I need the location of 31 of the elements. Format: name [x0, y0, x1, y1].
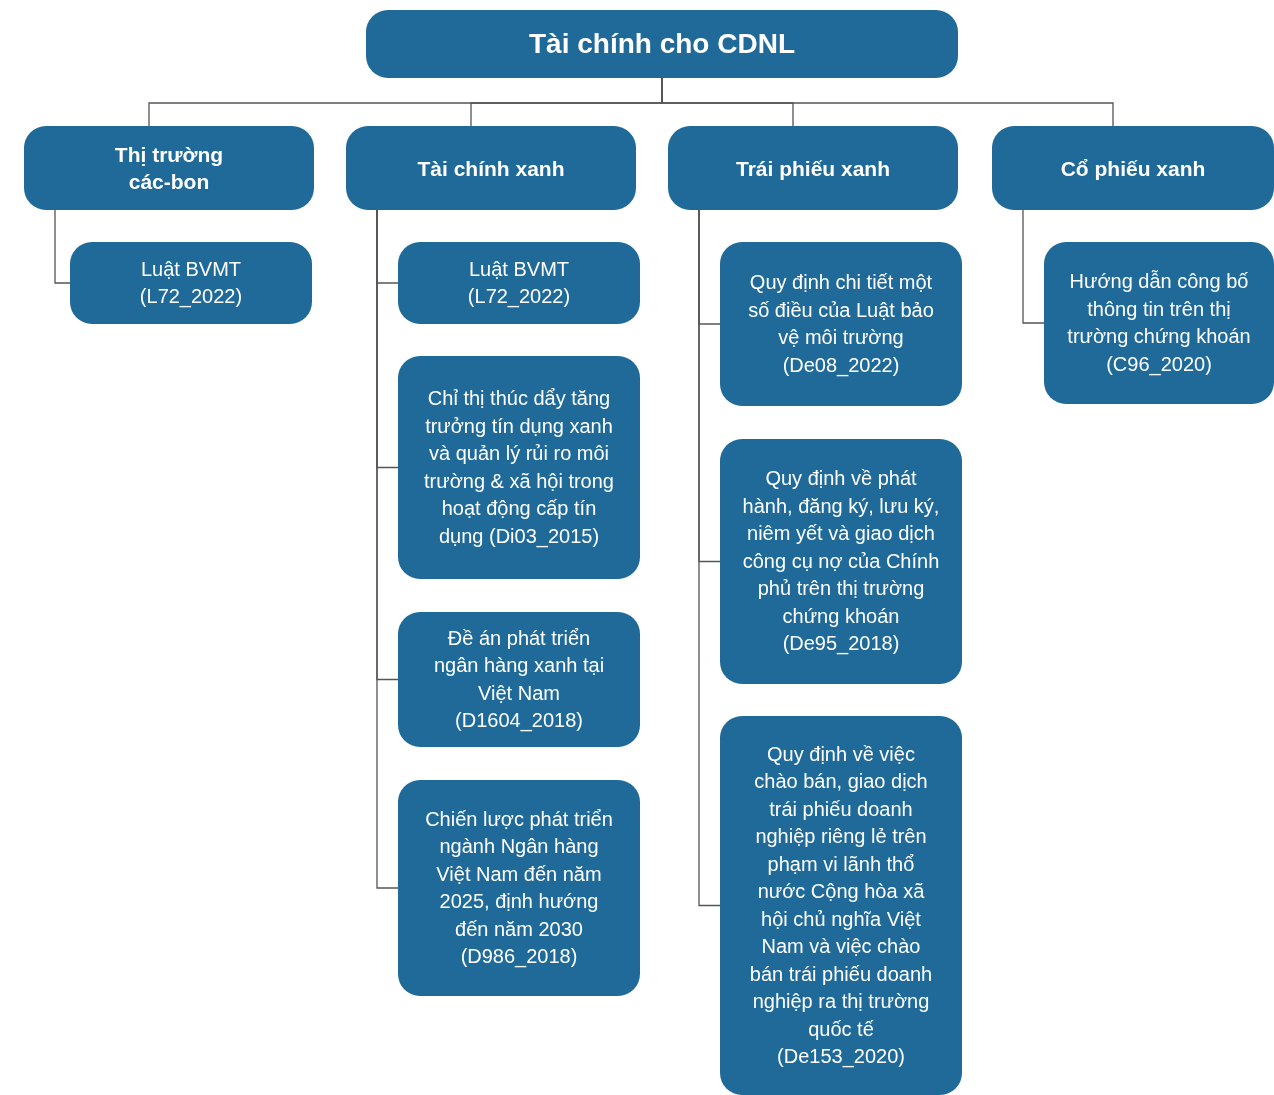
- document-label: Đề án phát triển ngân hàng xanh tại Việt Nam (D1604_2018): [432, 625, 606, 734]
- document-label: Quy định về việc chào bán, giao dịch trái phiếu doanh nghiệp riêng lẻ trên phạm vi lãnh thổ nước Cộng hòa xã hội chủ nghĩa Việt Nam và việc chào bán trái phiếu doanh nghiệp ra thị trường quốc tế (De153_2020): [748, 741, 934, 1070]
- connector-line: [54, 209, 71, 284]
- document-label: Hướng dẫn công bố thông tin trên thị trường chứng khoán (C96_2020): [1066, 269, 1252, 378]
- document-box: [1044, 242, 1274, 404]
- document-label: Quy định chi tiết một số điều của Luật bảo vệ môi trường (De08_2022): [747, 270, 935, 379]
- category-box: [668, 126, 958, 210]
- document-box: [720, 716, 962, 1095]
- category-label: Trái phiếu xanh: [735, 155, 890, 182]
- document-box: [70, 242, 312, 324]
- category-label: Tài chính xanh: [417, 155, 565, 182]
- category-box: [24, 126, 314, 210]
- document-box: [720, 242, 962, 406]
- document-label: Chỉ thị thúc dẩy tăng trưởng tín dụng xanh và quản lý rủi ro môi trường & xã hội trong hoạt động cấp tín dụng (Di03_2015): [423, 386, 615, 550]
- document-box: [398, 780, 640, 996]
- document-box: [720, 439, 962, 684]
- category-box: [346, 126, 636, 210]
- document-label: Chiến lược phát triển ngành Ngân hàng Việt Nam đến năm 2025, định hướng đến năm 2030 (D986_2018): [424, 806, 614, 970]
- title-text: Tài chính cho CDNL: [529, 30, 795, 58]
- root-box: [366, 10, 958, 78]
- document-label: Quy định về phát hành, đăng ký, lưu ký, niêm yết và giao dịch công cụ nợ của Chính phủ trên thị trường chứng khoán (De95_2018): [742, 466, 940, 657]
- document-box: [398, 242, 640, 324]
- category-label: Thị trường các-bon: [113, 142, 225, 195]
- document-label: Luật BVMT (L72_2022): [466, 256, 572, 310]
- document-box: [398, 356, 640, 579]
- document-label: Luật BVMT (L72_2022): [138, 256, 244, 310]
- document-box: [398, 612, 640, 747]
- connector-line: [1022, 209, 1045, 324]
- connector-line: [698, 209, 721, 907]
- category-label: Cổ phiếu xanh: [1060, 155, 1206, 182]
- category-box: [992, 126, 1274, 210]
